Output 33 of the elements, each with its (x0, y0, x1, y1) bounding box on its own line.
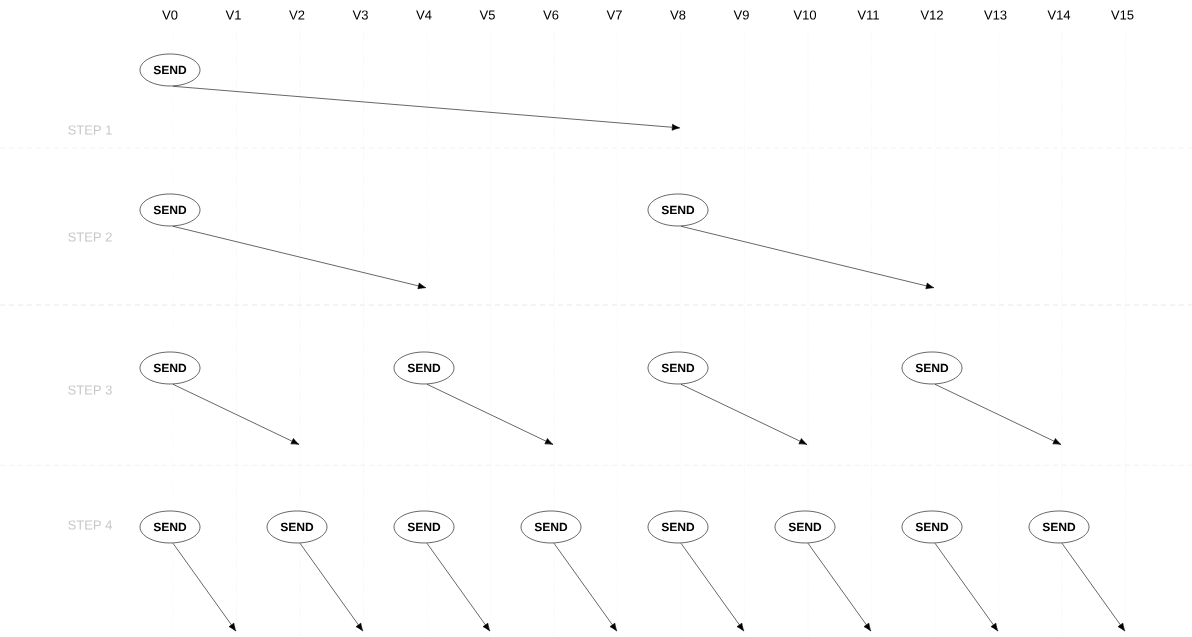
arrow (680, 384, 808, 445)
arrow (553, 543, 618, 632)
arrow (934, 384, 1062, 445)
column-label: V2 (289, 10, 305, 20)
column-label: V4 (416, 10, 432, 20)
arrow (426, 543, 491, 632)
arrow (934, 543, 999, 632)
column-label: V7 (606, 10, 622, 20)
column-label: V11 (857, 10, 879, 20)
column-label: V14 (1047, 10, 1071, 20)
arrow (1061, 543, 1126, 632)
arrow (172, 86, 681, 131)
column-label: V5 (479, 10, 495, 20)
column-label: V6 (543, 10, 559, 20)
arrow (807, 543, 872, 632)
arrow (680, 226, 935, 290)
column-label: V9 (733, 10, 749, 20)
arrow (426, 384, 554, 445)
column-label: V15 (1111, 10, 1134, 20)
column-label: V1 (225, 10, 241, 20)
arrow (299, 543, 364, 632)
arrow (172, 226, 427, 290)
arrow (680, 543, 745, 632)
column-label: V13 (984, 10, 1007, 20)
column-label: V12 (920, 10, 943, 20)
column-label: V3 (352, 10, 368, 20)
column-label: V10 (793, 10, 817, 20)
arrow (172, 543, 237, 632)
step-label: STEP 2 (68, 232, 112, 242)
column-label: V8 (670, 10, 686, 20)
arrow (172, 384, 300, 445)
step-label: STEP 3 (68, 385, 112, 395)
column-label: V0 (162, 10, 178, 20)
